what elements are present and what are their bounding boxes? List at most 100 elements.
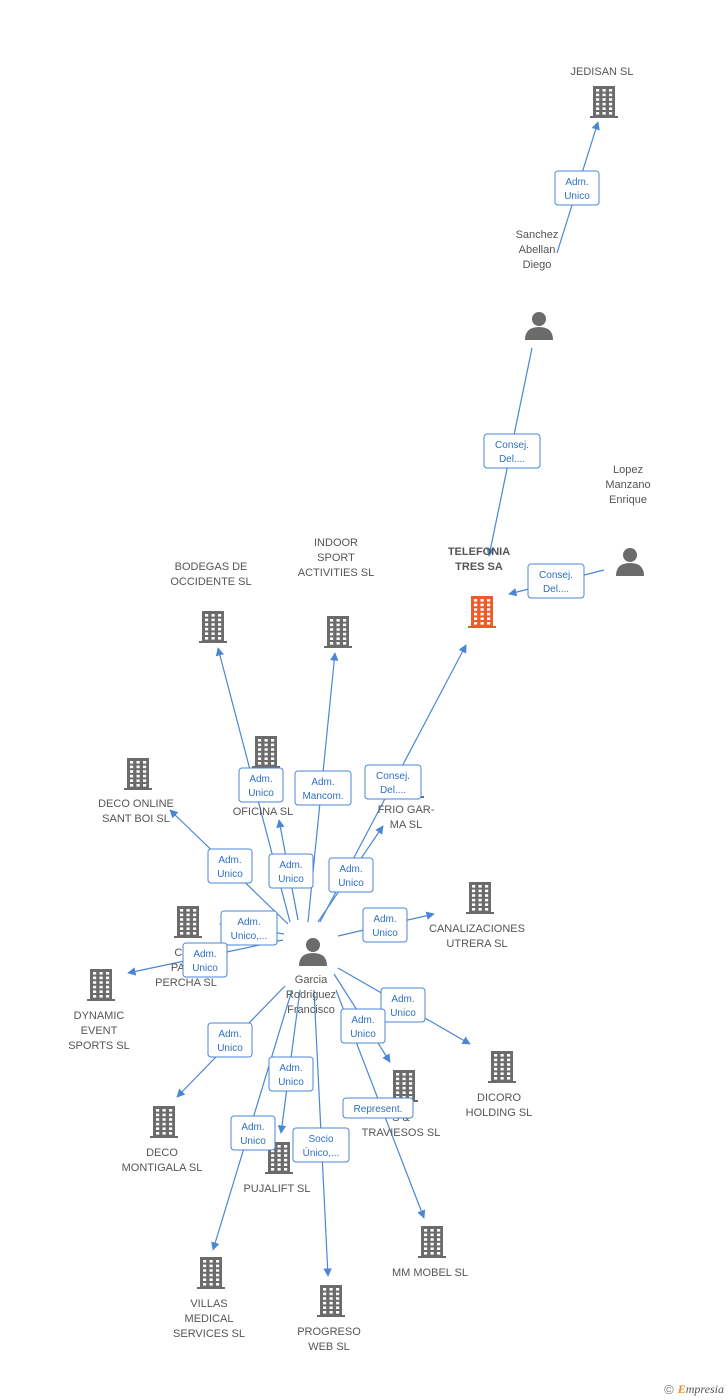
- node-oficina[interactable]: SOFICINA SL: [233, 736, 294, 818]
- node-label: ACTIVITIES SL: [298, 567, 374, 579]
- building-window: [487, 608, 491, 611]
- role-badge-sanchez-jedisan[interactable]: Adm.Unico: [554, 170, 600, 206]
- building-window: [205, 637, 209, 640]
- building-window: [474, 599, 478, 602]
- node-label: SANT BOI SL: [102, 813, 170, 825]
- building-window: [180, 913, 184, 917]
- building-icon: [197, 1257, 225, 1289]
- node-label: Diego: [523, 259, 552, 271]
- building-window: [271, 743, 275, 747]
- role-badge-garcia-villas[interactable]: Adm.Unico: [230, 1115, 276, 1151]
- building-window: [480, 608, 484, 611]
- role-badge-lopez-telefonia[interactable]: Consej.Del....: [527, 563, 585, 599]
- node-label: MA SL: [390, 819, 422, 831]
- role-badge-garcia-telefonia[interactable]: Consej.Del....: [364, 764, 422, 800]
- node-label: TRAVIESOS SL: [362, 1127, 441, 1139]
- building-window: [271, 748, 275, 751]
- building-window: [205, 614, 209, 617]
- role-badge-garcia-oficina[interactable]: Adm.Unico: [268, 853, 314, 889]
- building-window: [99, 990, 103, 993]
- role-badge-garcia-cube[interactable]: Adm.Unico,...: [220, 910, 278, 946]
- building-base: [174, 936, 202, 938]
- role-badge-sanchez-telefonia[interactable]: Consej.Del....: [483, 433, 541, 469]
- building-window: [472, 898, 476, 902]
- building-window: [218, 618, 222, 622]
- node-pujalift[interactable]: PUJALIFT SL: [243, 1142, 311, 1195]
- role-badge-garcia-mmmobel[interactable]: Represent.: [342, 1097, 414, 1119]
- role-text: Consej.: [376, 771, 410, 782]
- building-window: [480, 617, 484, 620]
- building-window: [216, 1273, 220, 1277]
- building-window: [343, 619, 347, 622]
- building-window: [596, 98, 600, 101]
- role-text: Unico: [278, 874, 304, 885]
- role-badge-garcia-progreso[interactable]: SocioÚnico,...: [292, 1127, 350, 1163]
- brand-logo-e: E: [677, 1381, 686, 1396]
- building-window: [336, 637, 340, 640]
- building-window: [264, 762, 268, 765]
- node-travie[interactable]: S &TRAVIESOS SL: [362, 1070, 441, 1139]
- building-window: [336, 1306, 340, 1309]
- building-window: [478, 889, 482, 893]
- role-text: Unico: [338, 878, 364, 889]
- building-window: [596, 112, 600, 115]
- node-label: TRES SA: [455, 561, 503, 573]
- role-text: Unico: [372, 928, 398, 939]
- building-window: [271, 1149, 275, 1153]
- building-window: [609, 112, 613, 115]
- building-window: [143, 765, 147, 769]
- role-badge-garcia-frio[interactable]: Adm.Unico: [328, 857, 374, 893]
- building-window: [130, 770, 134, 773]
- role-badge-garcia-decoonline[interactable]: Adm.Unico: [207, 848, 253, 884]
- building-window: [284, 1145, 288, 1148]
- building-window: [396, 1073, 400, 1076]
- building-window: [472, 894, 476, 897]
- building-window: [169, 1118, 173, 1121]
- building-window: [186, 909, 190, 912]
- building-window: [216, 1264, 220, 1268]
- role-badge-frame: [364, 764, 422, 800]
- role-badge-garcia-bodegas[interactable]: Adm.Unico: [238, 767, 284, 803]
- role-badge-garcia-travie[interactable]: Adm.Unico: [340, 1008, 386, 1044]
- building-window: [596, 102, 600, 106]
- building-window: [494, 1067, 498, 1071]
- role-badge-garcia-decomont[interactable]: Adm.Unico: [207, 1022, 253, 1058]
- role-badge-garcia-indoor[interactable]: Adm.Mancom.: [294, 770, 352, 806]
- building-window: [485, 894, 489, 897]
- role-text: Socio: [308, 1134, 333, 1145]
- building-window: [323, 1297, 327, 1300]
- building-window: [329, 1297, 333, 1300]
- role-badge-frame: [292, 1127, 350, 1163]
- building-window: [336, 623, 340, 627]
- brand-logo[interactable]: Empresia: [678, 1382, 724, 1397]
- building-window: [209, 1269, 213, 1272]
- building-window: [336, 642, 340, 645]
- role-text: Adm.: [565, 177, 588, 188]
- role-badge-frame: [268, 1056, 314, 1092]
- node-mmmobel[interactable]: MM MOBEL SL: [392, 1226, 468, 1279]
- building-window: [472, 908, 476, 911]
- role-badge-garcia-pujalift[interactable]: Adm.Unico: [268, 1056, 314, 1092]
- building-window: [205, 623, 209, 626]
- role-badge-garcia-canal[interactable]: Adm.Unico: [362, 907, 408, 943]
- role-badge-garcia-dicoro[interactable]: Adm.Unico: [380, 987, 426, 1023]
- person-head: [623, 548, 637, 562]
- role-badge-garcia-dynamic[interactable]: Adm.Unico: [182, 942, 228, 978]
- role-badge-frame: [207, 1022, 253, 1058]
- node-jedisan[interactable]: JEDISAN SL: [571, 66, 634, 118]
- building-base: [468, 626, 496, 628]
- node-label: OCCIDENTE SL: [170, 576, 251, 588]
